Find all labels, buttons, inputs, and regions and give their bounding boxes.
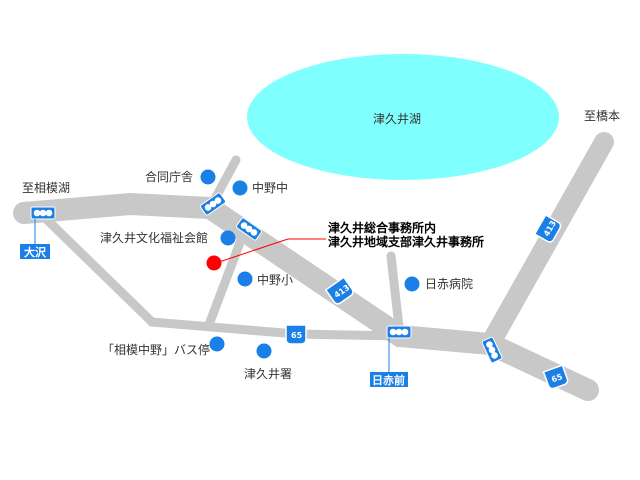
route-shield-icon <box>285 324 307 345</box>
traffic-signal-osawa <box>30 206 56 220</box>
intersection-sign-osawa <box>20 244 50 259</box>
roads <box>13 132 614 401</box>
traffic-signal-nakano <box>236 217 262 241</box>
signal-lamp <box>214 197 222 204</box>
direction-sagamiko: 至相模湖 <box>22 180 70 195</box>
road-65-west <box>35 208 405 341</box>
label-nisseki-hospital: 日赤病院 <box>425 276 473 291</box>
direction-hashimoto: 至橋本 <box>584 109 620 123</box>
signal-lamp <box>39 209 47 217</box>
poi-bunka-fukushi <box>220 230 236 246</box>
destination-line-1: 津久井総合事務所内 <box>328 220 436 235</box>
road-nisseki <box>386 251 405 341</box>
road-nakano-south <box>205 227 249 327</box>
lake-label: 津久井湖 <box>373 111 421 126</box>
signal-lamp <box>486 341 493 348</box>
poi-nisseki-hospital <box>404 276 420 292</box>
signal-lamp <box>204 204 212 211</box>
label-nakano-sho: 中野小 <box>257 272 293 287</box>
destination-line-2: 津久井地域支部津久井事務所 <box>328 234 484 249</box>
traffic-signal-nisseki <box>386 325 412 339</box>
poi-godo-chosha <box>200 169 216 185</box>
traffic-signal-godo <box>200 192 226 216</box>
intersection-label-nisseki: 日赤前 <box>372 373 405 387</box>
signal-lamp <box>401 328 409 336</box>
route-shield-413-b: 413 <box>533 213 562 243</box>
road-main <box>13 192 599 401</box>
intersection-label-osawa: 大沢 <box>24 245 47 259</box>
poi-police <box>256 343 272 359</box>
route-shield-icon <box>324 276 354 305</box>
signal-lamp <box>240 222 248 229</box>
label-police: 津久井署 <box>244 367 292 381</box>
target-marker <box>206 255 222 271</box>
label-bunka-fukushi: 津久井文化福祉会館 <box>100 230 208 245</box>
signal-lamp <box>491 352 498 359</box>
label-bus-stop: 「相模中野」バス停 <box>102 342 210 357</box>
lake <box>247 54 559 180</box>
route-shield-65-a: 65 <box>285 324 307 345</box>
signal-lamp <box>33 209 41 217</box>
road-413-north <box>480 132 614 354</box>
signal-lamp <box>209 200 217 208</box>
intersection-sign-nisseki <box>370 372 408 387</box>
label-godo-chosha: 合同庁舎 <box>145 169 193 184</box>
signal-lamp <box>250 229 258 236</box>
poi-nakano-sho <box>237 271 253 287</box>
route-number: 65 <box>291 331 303 340</box>
signal-lamp <box>488 346 496 354</box>
label-nakano-chu: 中野中 <box>252 180 288 195</box>
route-number: 65 <box>550 372 564 384</box>
route-shield-icon <box>542 364 569 390</box>
signal-lamp <box>45 209 53 217</box>
route-shield-413-a: 413 <box>324 276 354 305</box>
signal-lamp <box>389 328 397 336</box>
route-shield-65-b: 65 <box>542 364 569 390</box>
route-shield-icon <box>533 213 562 243</box>
signal-lamp <box>395 328 403 336</box>
signal-lamp <box>245 225 253 233</box>
poi-nakano-chu <box>232 180 248 196</box>
poi-bus-stop <box>209 336 225 352</box>
target-leader-line <box>215 238 289 264</box>
traffic-signal-east <box>481 336 503 364</box>
